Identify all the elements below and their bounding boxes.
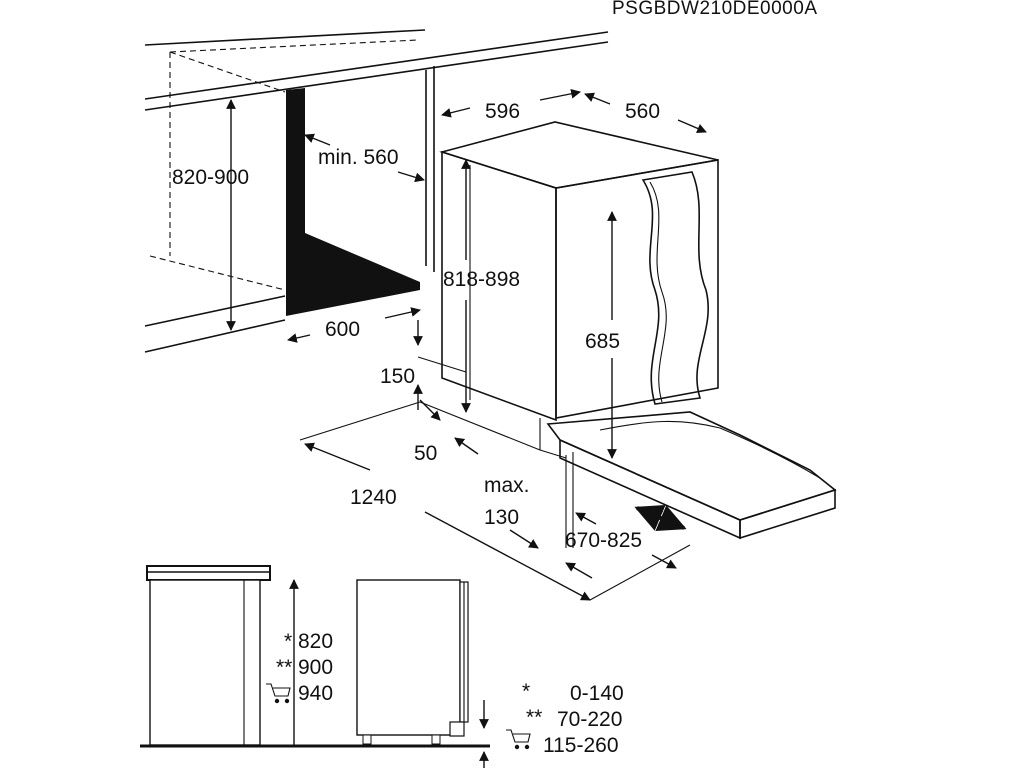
dim-600-label: 600 bbox=[325, 318, 360, 341]
slide-arrow bbox=[634, 504, 687, 532]
legend-cart-icon bbox=[506, 729, 531, 750]
dishwasher-side-view bbox=[356, 579, 469, 745]
dim-min-560: min. 560 bbox=[304, 133, 425, 183]
cabinet-front-view bbox=[140, 565, 490, 748]
height-option-2-marker: ** bbox=[276, 656, 292, 679]
door-panel bbox=[641, 171, 709, 405]
worktop-niche bbox=[144, 29, 609, 353]
dim-685-label: 685 bbox=[585, 330, 620, 353]
dim-596-label: 596 bbox=[485, 100, 520, 123]
dim-appliance-height-label: 818-898 bbox=[443, 268, 520, 291]
dim-50: 50 bbox=[414, 399, 479, 465]
dim-685: 685 bbox=[585, 211, 620, 459]
dim-1240-label: 1240 bbox=[350, 486, 397, 509]
dim-appliance-height: 818-898 bbox=[443, 159, 520, 413]
dim-560: 560 bbox=[584, 92, 707, 134]
open-door bbox=[546, 411, 837, 540]
dim-600: 600 bbox=[287, 307, 421, 343]
dim-max-label: max. bbox=[484, 474, 530, 497]
dim-max-130: max. 130 bbox=[484, 474, 593, 579]
legend-row-1-value: 0-140 bbox=[570, 682, 624, 705]
dim-max-130-label: 130 bbox=[484, 506, 519, 529]
model-code: PSGBDW210DE0000A bbox=[612, 0, 818, 19]
dim-150-label: 150 bbox=[380, 365, 415, 388]
dim-560-label: 560 bbox=[625, 100, 660, 123]
dim-niche-height: 820-900 bbox=[172, 99, 249, 331]
dim-min-560-label: min. 560 bbox=[318, 146, 399, 169]
height-option-1-marker: * bbox=[284, 630, 292, 653]
dim-niche-height-label: 820-900 bbox=[172, 166, 249, 189]
dim-50-label: 50 bbox=[414, 442, 437, 465]
height-option-3-value: 940 bbox=[298, 682, 333, 705]
height-option-2-value: 900 bbox=[298, 656, 333, 679]
dim-height-options: * 820 ** 900 940 bbox=[266, 579, 333, 745]
cart-icon bbox=[266, 683, 291, 704]
legend-row-2-value: 70-220 bbox=[557, 708, 622, 731]
legend: * 0-140 ** 70-220 115-260 bbox=[506, 680, 624, 757]
niche-shadow bbox=[286, 88, 420, 316]
dim-1240: 1240 bbox=[304, 442, 691, 601]
dim-596: 596 bbox=[441, 88, 581, 123]
dim-670-825-label: 670-825 bbox=[565, 529, 642, 552]
legend-row-1-marker: * bbox=[522, 680, 530, 703]
dim-670-825: 670-825 bbox=[565, 512, 677, 569]
dim-150: 150 bbox=[380, 320, 467, 410]
legend-row-2-marker: ** bbox=[526, 706, 542, 729]
legend-row-3-value: 115-260 bbox=[543, 734, 619, 757]
height-option-1-value: 820 bbox=[298, 630, 333, 653]
floor-outline bbox=[299, 401, 541, 451]
dishwasher-body bbox=[439, 121, 719, 548]
